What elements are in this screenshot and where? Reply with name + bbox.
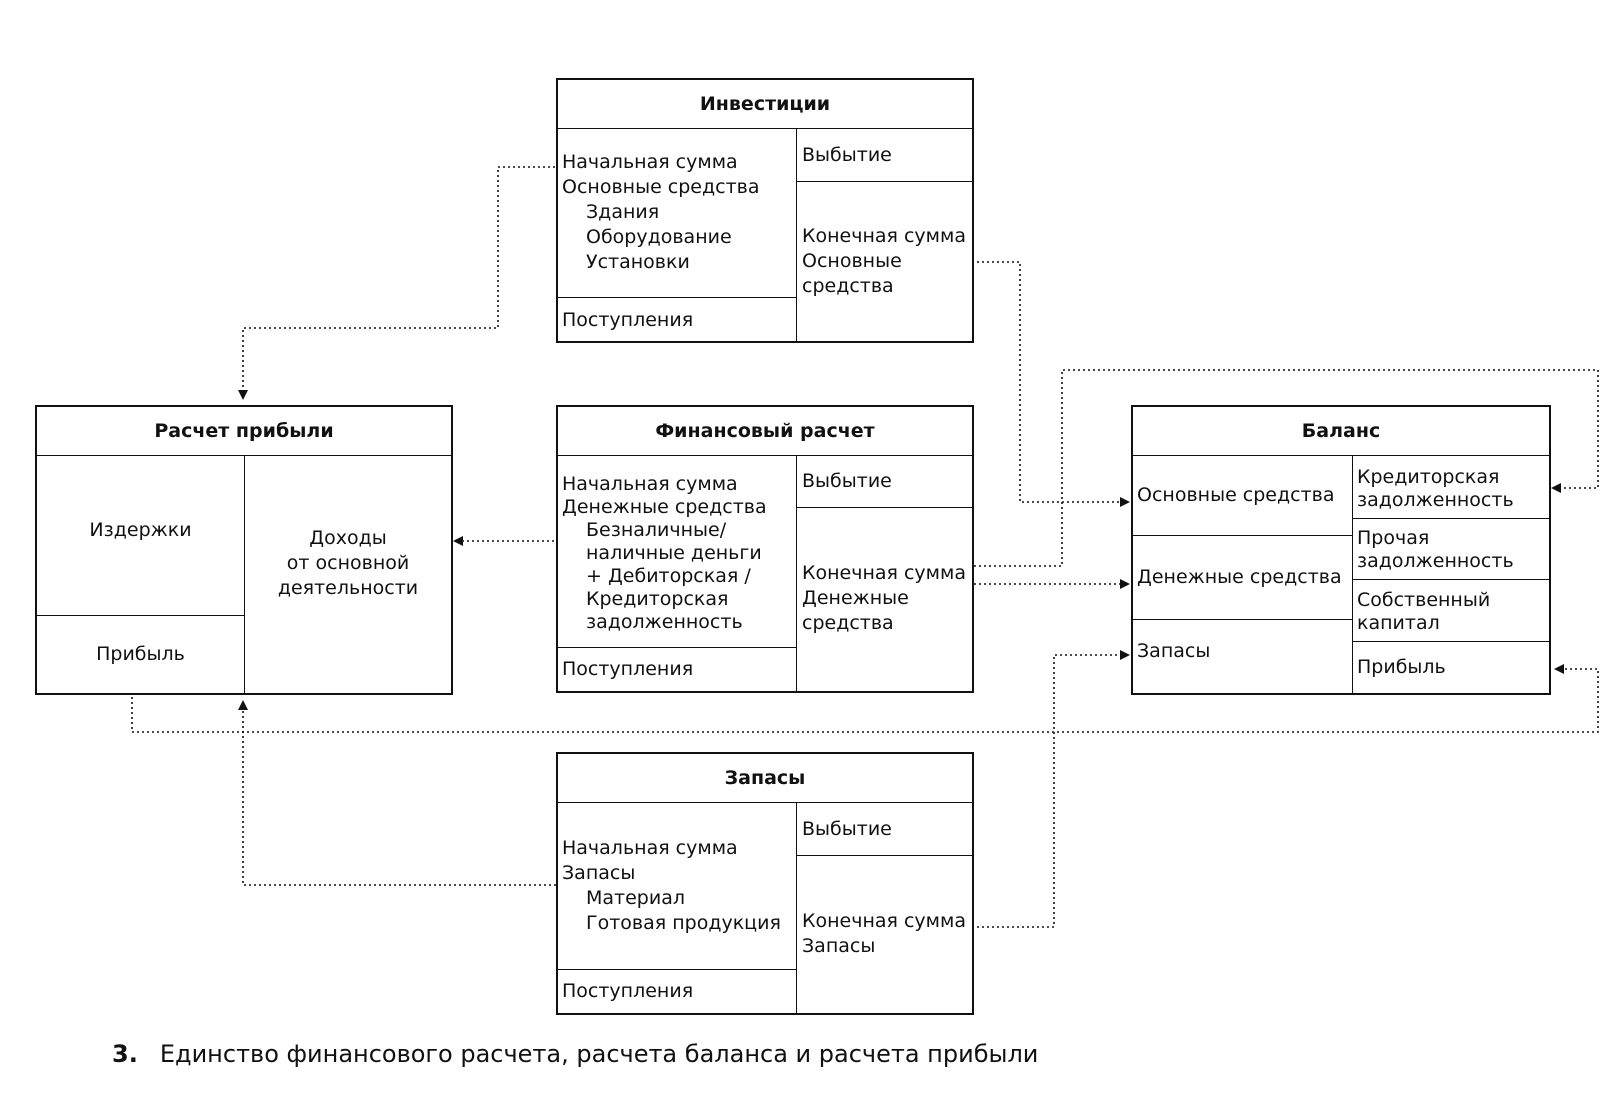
balance-title: Баланс [1133, 407, 1549, 456]
investments-disposal: Выбытие [802, 143, 892, 166]
investments-title: Инвестиции [558, 80, 972, 129]
financial-calc-receipts: Поступления [562, 658, 694, 680]
figure-caption-text: Единство финансового расчета, расчета ба… [159, 1040, 1039, 1068]
arrow-stocks-to-profit [238, 700, 556, 886]
arrow-investments-to-balance-fixed [972, 261, 1130, 507]
financial-calc-opening: Начальная сумма Денежные средства Безнал… [562, 473, 767, 633]
balance-fixed-assets: Основные средства [1137, 484, 1335, 506]
stocks-box: Запасы Начальная сумма Запасы Материал Г… [556, 752, 974, 1015]
profit-calc-box: Расчет прибыли Издержки Прибыль Доходы о… [35, 405, 453, 695]
balance-profit: Прибыль [1357, 656, 1446, 678]
balance-payables: Кредиторская задолженность [1357, 466, 1514, 511]
investments-opening: Начальная сумма Основные средства Здания… [562, 151, 760, 273]
profit-calc-income: Доходы от основной деятельности [277, 527, 419, 599]
stocks-disposal: Выбытие [802, 817, 892, 840]
profit-calc-profit: Прибыль [96, 643, 185, 665]
profit-calc-costs: Издержки [89, 519, 192, 541]
figure-caption: 3. Единство финансового расчета, расчета … [112, 1040, 1038, 1068]
financial-calc-final: Конечная сумма Денежные средства [802, 562, 966, 634]
arrow-stocks-to-balance-inventory [972, 650, 1130, 928]
balance-other-debt: Прочая задолженность [1357, 527, 1514, 572]
investments-final: Конечная сумма Основные средства [802, 225, 966, 297]
arrow-investments-to-profit [238, 166, 555, 400]
balance-cash: Денежные средства [1137, 566, 1342, 588]
investments-box: Инвестиции Начальная сумма Основные сред… [556, 78, 974, 343]
stocks-title: Запасы [558, 754, 972, 803]
financial-calc-title: Финансовый расчет [558, 407, 972, 456]
profit-calc-title: Расчет прибыли [37, 407, 451, 456]
balance-box: Баланс Основные средства Денежные средст… [1131, 405, 1551, 695]
stocks-receipts: Поступления [562, 980, 694, 1002]
balance-equity: Собственный капитал [1357, 589, 1491, 634]
stocks-final: Конечная сумма Запасы [802, 910, 966, 957]
arrow-profit-to-balance-profit [131, 664, 1599, 733]
investments-receipts: Поступления [562, 308, 694, 331]
balance-inventory: Запасы [1137, 640, 1211, 662]
stocks-opening: Начальная сумма Запасы Материал Готовая … [562, 837, 781, 934]
arrow-financial-to-balance-payables [974, 369, 1599, 567]
financial-calc-disposal: Выбытие [802, 470, 892, 492]
financial-calc-box: Финансовый расчет Начальная сумма Денежн… [556, 405, 974, 693]
figure-number: 3. [112, 1040, 138, 1068]
